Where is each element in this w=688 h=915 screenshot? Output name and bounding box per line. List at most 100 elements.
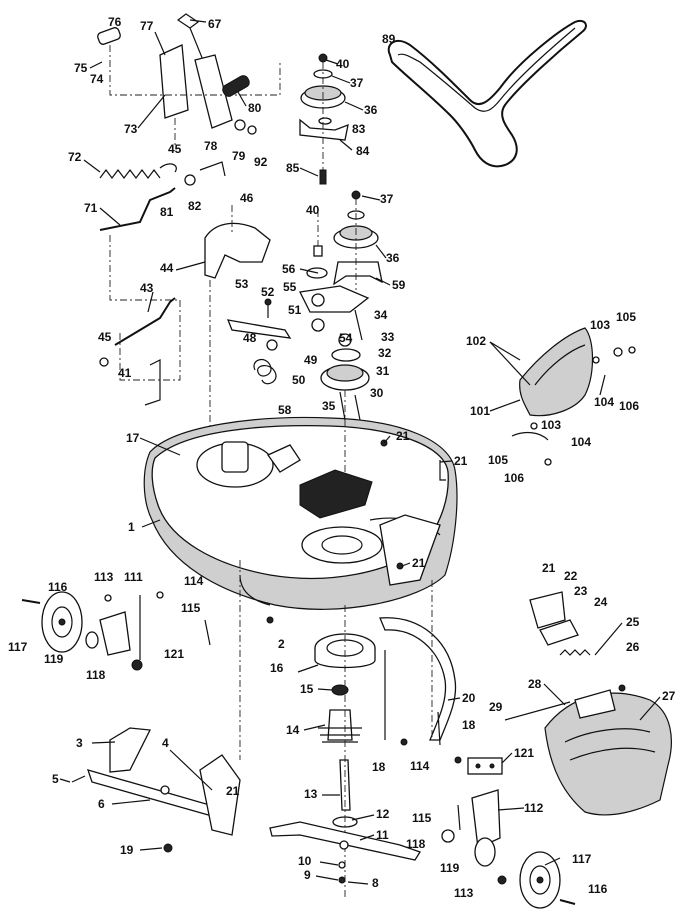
part-label-71: 71 xyxy=(84,201,98,215)
part-label-18-left: 18 xyxy=(372,760,386,774)
part-label-4: 4 xyxy=(162,736,169,750)
part-label-118-right: 118 xyxy=(406,837,426,851)
part-number-labels: 76 77 67 75 74 73 80 78 79 92 72 45 81 8… xyxy=(8,15,676,900)
part-label-82: 82 xyxy=(188,199,202,213)
part-label-111: 111 xyxy=(124,570,143,584)
part-label-105-lower: 105 xyxy=(488,453,508,467)
rear-gauge-wheel-assembly xyxy=(431,580,576,909)
part-label-121-left: 121 xyxy=(164,647,184,661)
part-label-81: 81 xyxy=(160,205,174,219)
part-label-40-lower: 40 xyxy=(306,203,320,217)
upper-idler-pulley-stack xyxy=(299,53,349,185)
part-label-83: 83 xyxy=(352,122,366,136)
part-label-104-lower: 104 xyxy=(571,435,591,449)
discharge-shield xyxy=(511,327,636,466)
part-label-75: 75 xyxy=(74,61,88,75)
part-label-21-right: 21 xyxy=(454,454,468,468)
part-label-113-left: 113 xyxy=(94,570,114,584)
part-label-117-left: 117 xyxy=(8,640,28,654)
center-pulley-stack xyxy=(320,333,370,475)
part-label-119-right: 119 xyxy=(440,861,460,875)
part-label-21-bracket: 21 xyxy=(226,784,240,798)
left-gauge-wheel-assembly xyxy=(21,591,211,671)
part-label-44: 44 xyxy=(160,261,174,275)
part-label-73: 73 xyxy=(124,122,138,136)
idler-spring xyxy=(253,358,277,385)
part-label-103-lower: 103 xyxy=(541,418,561,432)
part-label-116-right: 116 xyxy=(588,882,608,896)
part-label-36-lower: 36 xyxy=(386,251,400,265)
part-label-5: 5 xyxy=(52,772,59,786)
part-label-106-lower: 106 xyxy=(504,471,524,485)
part-label-48: 48 xyxy=(243,331,257,345)
part-label-23: 23 xyxy=(574,584,588,598)
drive-belt xyxy=(387,20,587,168)
part-label-92: 92 xyxy=(254,155,268,169)
part-label-79: 79 xyxy=(232,149,246,163)
part-label-80: 80 xyxy=(248,101,262,115)
part-label-9: 9 xyxy=(304,868,311,882)
part-label-18-right: 18 xyxy=(462,718,476,732)
part-label-29: 29 xyxy=(489,700,503,714)
part-label-20: 20 xyxy=(462,691,476,705)
part-label-51: 51 xyxy=(288,303,302,317)
part-label-53: 53 xyxy=(235,277,249,291)
part-label-11: 11 xyxy=(376,828,389,842)
part-label-10: 10 xyxy=(298,854,312,868)
part-label-118-left: 118 xyxy=(86,668,106,682)
part-label-12: 12 xyxy=(376,807,390,821)
part-label-35: 35 xyxy=(322,399,336,413)
mower-blade xyxy=(269,821,421,884)
part-label-33: 33 xyxy=(381,330,395,344)
part-label-102: 102 xyxy=(466,334,486,348)
part-label-76: 76 xyxy=(108,15,122,29)
part-label-77: 77 xyxy=(140,19,154,33)
part-label-58: 58 xyxy=(278,403,292,417)
part-label-119-left: 119 xyxy=(44,652,64,666)
part-label-72: 72 xyxy=(68,150,82,164)
part-label-56: 56 xyxy=(282,262,296,276)
part-label-27: 27 xyxy=(662,689,676,703)
part-label-3: 3 xyxy=(76,736,83,750)
part-label-46: 46 xyxy=(240,191,254,205)
part-label-15: 15 xyxy=(300,682,314,696)
lower-idler-pulley-stack xyxy=(306,190,383,290)
part-label-115-right: 115 xyxy=(412,811,432,825)
discharge-chute-assembly xyxy=(504,591,672,816)
part-label-24: 24 xyxy=(594,595,608,609)
part-label-55: 55 xyxy=(283,280,297,294)
part-label-21-upper: 21 xyxy=(396,429,410,443)
part-label-114-left: 114 xyxy=(184,574,204,588)
part-label-21-mid: 21 xyxy=(412,556,426,570)
part-label-45-lower: 45 xyxy=(98,330,112,344)
part-label-103-upper: 103 xyxy=(590,318,610,332)
part-label-106-upper: 106 xyxy=(619,399,639,413)
part-label-104-upper: 104 xyxy=(594,395,614,409)
part-label-22: 22 xyxy=(564,569,578,583)
part-label-26: 26 xyxy=(626,640,640,654)
part-label-116-left: 116 xyxy=(48,580,68,594)
part-label-14: 14 xyxy=(286,723,300,737)
part-label-105-upper: 105 xyxy=(616,310,636,324)
part-label-43: 43 xyxy=(140,281,154,295)
part-label-31: 31 xyxy=(376,364,390,378)
mower-deck-housing xyxy=(143,416,458,610)
part-label-8: 8 xyxy=(372,876,379,890)
front-hanger-bracket xyxy=(71,560,241,853)
lift-linkage xyxy=(99,297,176,406)
part-label-89: 89 xyxy=(382,32,396,46)
part-label-67: 67 xyxy=(208,17,222,31)
part-label-49: 49 xyxy=(304,353,318,367)
part-label-6: 6 xyxy=(98,797,105,811)
part-label-37-lower: 37 xyxy=(380,192,394,206)
part-label-113-right: 113 xyxy=(454,886,474,900)
leader-lines xyxy=(59,19,661,885)
idler-arm-assembly xyxy=(226,285,370,351)
part-label-16: 16 xyxy=(270,661,284,675)
part-label-34: 34 xyxy=(374,308,388,322)
part-label-54: 54 xyxy=(339,331,353,345)
part-label-21-chute: 21 xyxy=(542,561,556,575)
blade-spindle-assembly xyxy=(314,605,376,900)
part-label-25: 25 xyxy=(626,615,640,629)
